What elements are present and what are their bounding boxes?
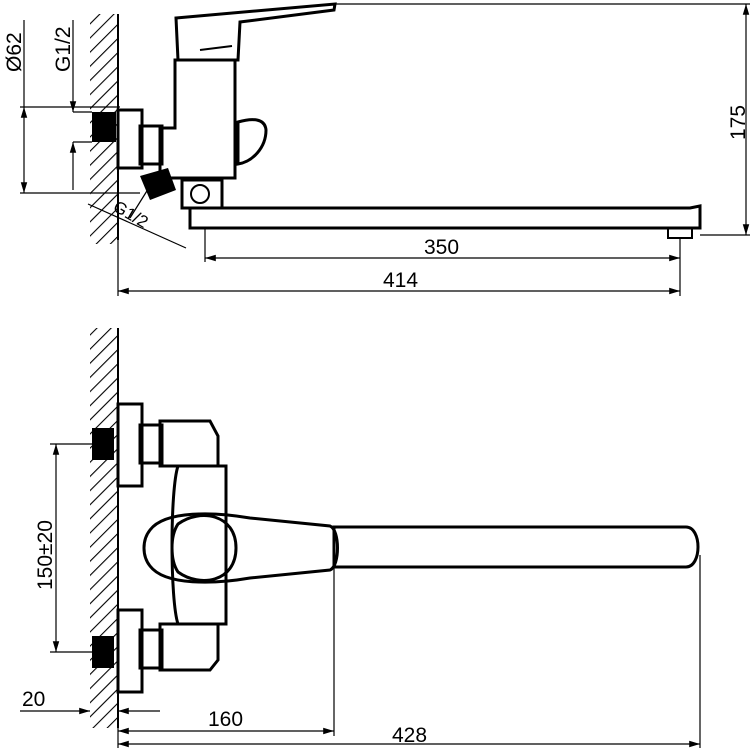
label-handle-reach: 160: [208, 708, 243, 731]
side-spout: [188, 204, 702, 239]
label-height: 175: [727, 105, 750, 140]
dim-centers: 150±20: [34, 443, 110, 653]
top-spout: [332, 525, 700, 569]
side-wall-fitting: [92, 108, 176, 200]
dim-wall-offset: 20: [20, 688, 160, 748]
label-total-length-side: 414: [383, 269, 418, 292]
top-handle: [142, 512, 339, 584]
dim-thread-top: G1/2: [52, 20, 92, 190]
label-wall-offset: 20: [22, 688, 45, 711]
top-handle-cap: [170, 514, 238, 582]
label-centers: 150±20: [34, 520, 57, 590]
dim-total-length-side: 414: [117, 240, 680, 296]
top-view: 150±20 20 160 428: [20, 328, 701, 748]
side-faucet-body: [158, 2, 337, 210]
dim-height: 175: [330, 3, 750, 236]
label-spout-length: 350: [424, 236, 459, 259]
dim-total-length-top: 428: [118, 555, 701, 748]
label-diameter: Ø62: [3, 32, 26, 72]
dim-handle-reach: 160: [118, 567, 335, 736]
side-view: Ø62 G1/2 G1/2 175 350: [3, 2, 750, 296]
label-total-length-top: 428: [392, 724, 427, 747]
dim-spout-length: 350: [204, 228, 681, 296]
label-thread-top: G1/2: [52, 26, 75, 72]
top-body: [170, 464, 228, 626]
